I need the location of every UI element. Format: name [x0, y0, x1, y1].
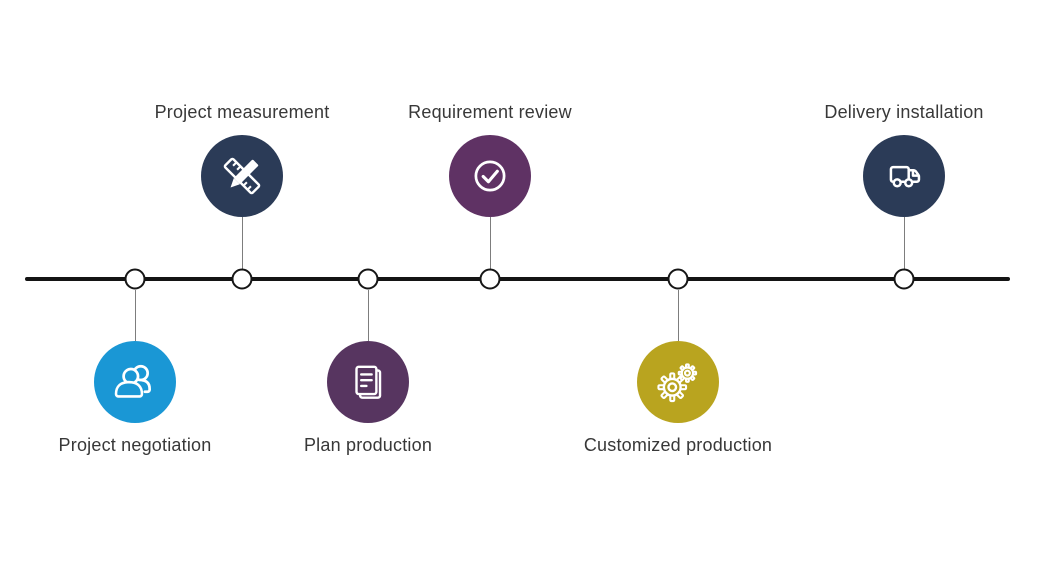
timeline-node [231, 268, 253, 290]
document-icon [355, 365, 382, 399]
milestone-bubble [863, 135, 945, 217]
milestone-label: Customized production [583, 435, 773, 455]
connector-line [903, 217, 905, 269]
milestone-label: Delivery installation [824, 102, 984, 122]
people-icon [114, 364, 151, 398]
timeline-node [357, 268, 379, 290]
timeline-line [25, 277, 1010, 281]
milestone-bubble [327, 341, 409, 423]
connector-line [489, 217, 491, 269]
connector-line [134, 290, 136, 341]
milestone-label: Project negotiation [58, 435, 212, 455]
connector-line [677, 290, 679, 341]
gears-icon [657, 363, 698, 403]
timeline-node [667, 268, 689, 290]
milestone-label: Plan production [303, 435, 433, 455]
milestone-bubble [449, 135, 531, 217]
milestone-bubble [637, 341, 719, 423]
truck-icon [889, 165, 921, 188]
timeline-node [479, 268, 501, 290]
connector-line [241, 217, 243, 269]
connector-line [367, 290, 369, 341]
milestone-label: Requirement review [408, 102, 572, 122]
milestone-bubble [201, 135, 283, 217]
ruler-pencil-icon [223, 157, 261, 195]
milestone-label: Project measurement [154, 102, 330, 122]
timeline-node [893, 268, 915, 290]
milestone-bubble [94, 341, 176, 423]
timeline-node [124, 268, 146, 290]
check-circle-icon [474, 160, 506, 192]
